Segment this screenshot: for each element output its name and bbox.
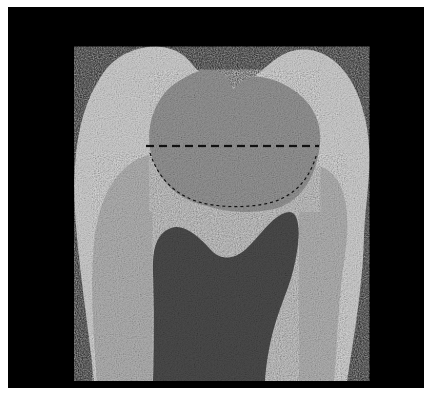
upper-inner-region: [149, 70, 320, 212]
grayscale-scan-image: [8, 7, 424, 388]
scan-image-frame: [8, 7, 424, 388]
